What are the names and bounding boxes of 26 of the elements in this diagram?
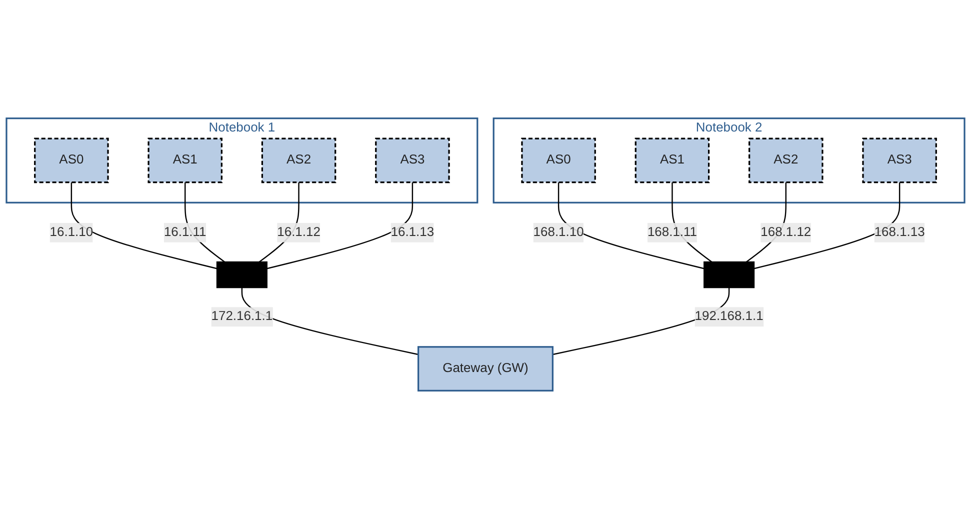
- node-box: AS2: [748, 138, 824, 184]
- edge-label: 16.1.10: [50, 225, 94, 240]
- node-bar: [704, 261, 755, 288]
- node-box: AS3: [375, 138, 450, 184]
- node-box: AS0: [34, 138, 109, 184]
- node-box: AS1: [634, 138, 710, 184]
- connector: [753, 182, 900, 270]
- connector: [241, 286, 418, 356]
- node-box: AS1: [148, 138, 222, 184]
- edge-label: 16.1.11: [164, 225, 206, 240]
- node-box: AS0: [521, 138, 596, 184]
- edge-label: 168.1.13: [874, 225, 925, 240]
- edge-label: 168.1.12: [760, 225, 812, 240]
- edge-label: 172.16.1.1: [211, 310, 273, 324]
- edge-label: 16.1.12: [277, 225, 320, 240]
- node-box: Gateway (GW): [418, 346, 554, 392]
- edge-label: 168.1.11: [647, 225, 697, 240]
- node-box: AS2: [261, 138, 336, 184]
- connector: [558, 182, 705, 270]
- edge-label: 168.1.10: [533, 225, 584, 240]
- edge-label: 16.1.13: [390, 225, 434, 240]
- connector: [70, 182, 218, 270]
- node-bar: [216, 261, 268, 288]
- connector: [266, 182, 414, 270]
- node-box: AS3: [862, 138, 937, 184]
- edge-label: 192.168.1.1: [694, 310, 764, 324]
